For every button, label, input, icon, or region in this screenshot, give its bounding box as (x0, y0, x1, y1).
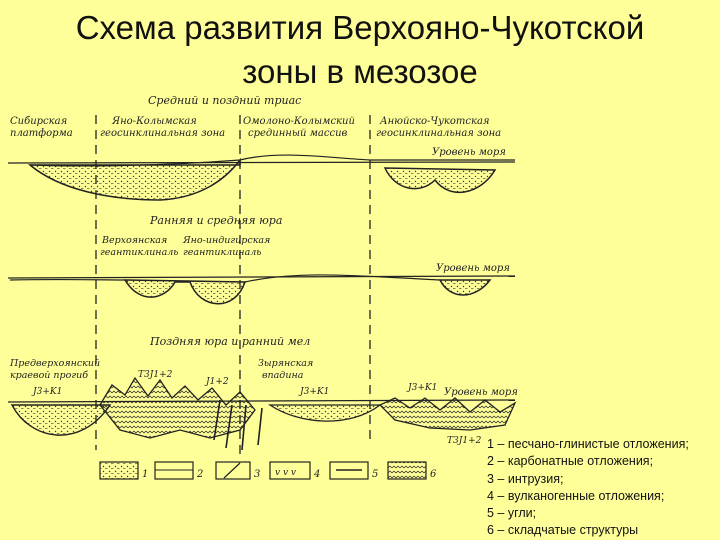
basin-surface (29, 154, 515, 167)
stratum-label: T3J1+2 (138, 370, 173, 380)
zone-label: Верхоянская (101, 235, 167, 246)
basin (10, 404, 112, 436)
sea-level-label: Уровень моря (436, 263, 510, 274)
basin (123, 279, 247, 305)
intrusion (213, 399, 263, 451)
stratum-label: J1+2 (204, 377, 229, 387)
panel-triassic: Средний и поздний триас Сибирская платфо… (7, 94, 516, 201)
folded-structure (378, 397, 517, 431)
slide-title: Схема развития Верхояно-Чукотской зоны в… (0, 6, 720, 94)
panel-jurassic: Ранняя и средняя юра Верхоянская геантик… (7, 214, 516, 305)
panel-title: Поздняя юра и ранний мел (149, 335, 310, 348)
legend-intrusion (215, 461, 251, 480)
stratum-label: J3+K1 (31, 387, 62, 397)
zone-label: срединный массив (248, 128, 348, 139)
zone-label: Омолоно-Колымский (243, 116, 355, 127)
legend-number: 5 (372, 469, 378, 480)
panel-title: Средний и поздний триас (148, 94, 301, 107)
sea-level-line (7, 275, 516, 279)
stratum-label: T3J1+2 (447, 436, 482, 446)
legend-number: 3 (254, 469, 260, 480)
basin (267, 404, 382, 422)
zone-label: платформа (10, 128, 73, 139)
sea-level-line (7, 399, 516, 403)
legend-item: 3 – интрузия; (487, 471, 564, 486)
legend-volcanic (269, 461, 311, 480)
legend-number: 2 (196, 469, 203, 480)
legend-number: 4 (313, 469, 320, 480)
legend-item: 5 – угли; (487, 506, 537, 521)
basin (438, 279, 492, 296)
basin-surface (9, 274, 441, 283)
legend-coal (329, 461, 369, 480)
legend-item: 1 – песчано-глинистые отложения; (487, 437, 689, 451)
zone-label: Зырянская (258, 358, 313, 369)
legend-text: 1 – песчано-глинистые отложения; 2 – кар… (487, 436, 689, 540)
legend-symbols: 1 2 3 v v v 4 5 6 (99, 461, 437, 480)
zone-label: геосинклинальная зона (376, 128, 501, 139)
stratum-label: J3+K1 (406, 383, 437, 393)
legend-item: 6 – складчатые структуры (487, 523, 639, 538)
legend-number: 6 (430, 469, 437, 480)
legend-number: 1 (142, 469, 148, 480)
zone-label: Предверхоянский (9, 358, 100, 369)
stratum-label: J3+K1 (298, 387, 329, 397)
svg-text:v v v: v v v (275, 468, 296, 478)
zone-label: Анюйско-Чукотская (379, 116, 490, 127)
zone-label: Сибирская (10, 116, 67, 127)
zone-label: геантиклиналь (100, 247, 178, 258)
zone-label: Яно-индигирская (182, 235, 270, 246)
panel-title: Ранняя и средняя юра (149, 214, 282, 227)
zone-label: Яно-Колымская (111, 116, 197, 127)
basin (383, 167, 497, 194)
zone-label: геосинклинальная зона (100, 128, 225, 139)
basin (27, 157, 241, 201)
sea-level-line (7, 161, 516, 164)
zone-label: краевой прогиб (10, 370, 88, 381)
zone-label: впадина (262, 370, 304, 381)
legend-folds (387, 461, 427, 480)
legend-sand-clay (99, 461, 139, 480)
title-line-2: зоны в мезозое (242, 53, 478, 90)
sea-level-label: Уровень моря (432, 147, 506, 158)
panel-cretaceous: Поздняя юра и ранний мел Предверхоянский… (7, 335, 518, 451)
legend-item: 2 – карбонатные отложения; (487, 454, 654, 469)
title-line-1: Схема развития Верхояно-Чукотской (75, 9, 645, 46)
sea-level-label: Уровень моря (444, 387, 518, 398)
zone-label: геантиклиналь (183, 247, 261, 258)
legend-item: 4 – вулканогенные отложения; (487, 488, 665, 503)
